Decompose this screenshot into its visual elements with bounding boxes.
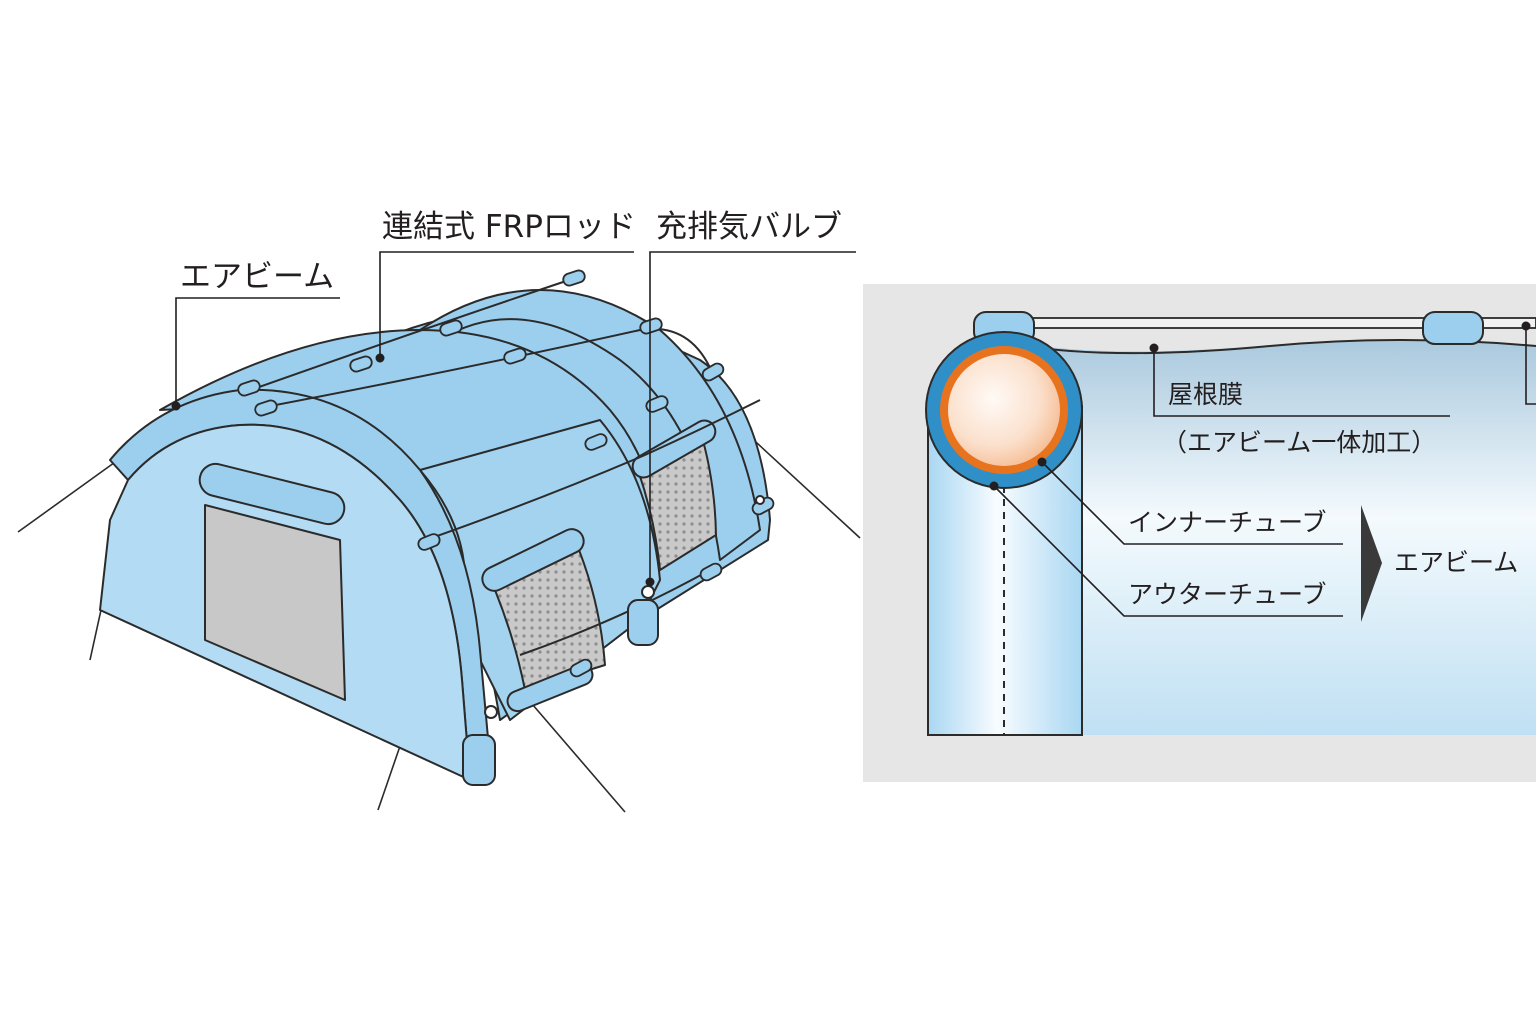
- label-valve: 充排気バルブ: [656, 209, 842, 245]
- label-outer-tube: アウターチューブ: [1128, 580, 1327, 609]
- frp-rods: [244, 277, 761, 656]
- window-roll-1: [481, 528, 585, 592]
- rod-clips: [237, 269, 775, 678]
- label-section-air-beam: エアビーム: [1394, 548, 1519, 577]
- tent-illustration: [17, 269, 861, 813]
- arch-leg-pods: [462, 599, 659, 786]
- air-beam-bracket: [1361, 505, 1382, 622]
- door-roll: [198, 462, 346, 526]
- label-roof-membrane: 屋根膜: [1168, 380, 1244, 409]
- section-panel: [863, 284, 1536, 782]
- interior-volume: [1003, 340, 1536, 735]
- tent-door: [204, 504, 346, 701]
- tent-middle-arch: [419, 289, 761, 561]
- label-inner-tube: インナーチューブ: [1128, 508, 1327, 537]
- section-leader-dots: [989, 321, 1531, 491]
- window-roll-2: [631, 419, 717, 479]
- section-leader-lines: [993, 326, 1536, 617]
- tent-leader-dots: [171, 353, 655, 587]
- label-air-beam: エアビーム: [180, 259, 335, 295]
- window-roll-1b: [506, 663, 594, 713]
- label-frp-rod: 連結式 FRPロッド: [382, 209, 636, 245]
- tent-leader-lines: [175, 251, 856, 582]
- rod-pod-right: [1422, 311, 1484, 345]
- label-roof-membrane-note: （エアビーム一体加工）: [1162, 428, 1437, 457]
- air-core: [948, 354, 1060, 466]
